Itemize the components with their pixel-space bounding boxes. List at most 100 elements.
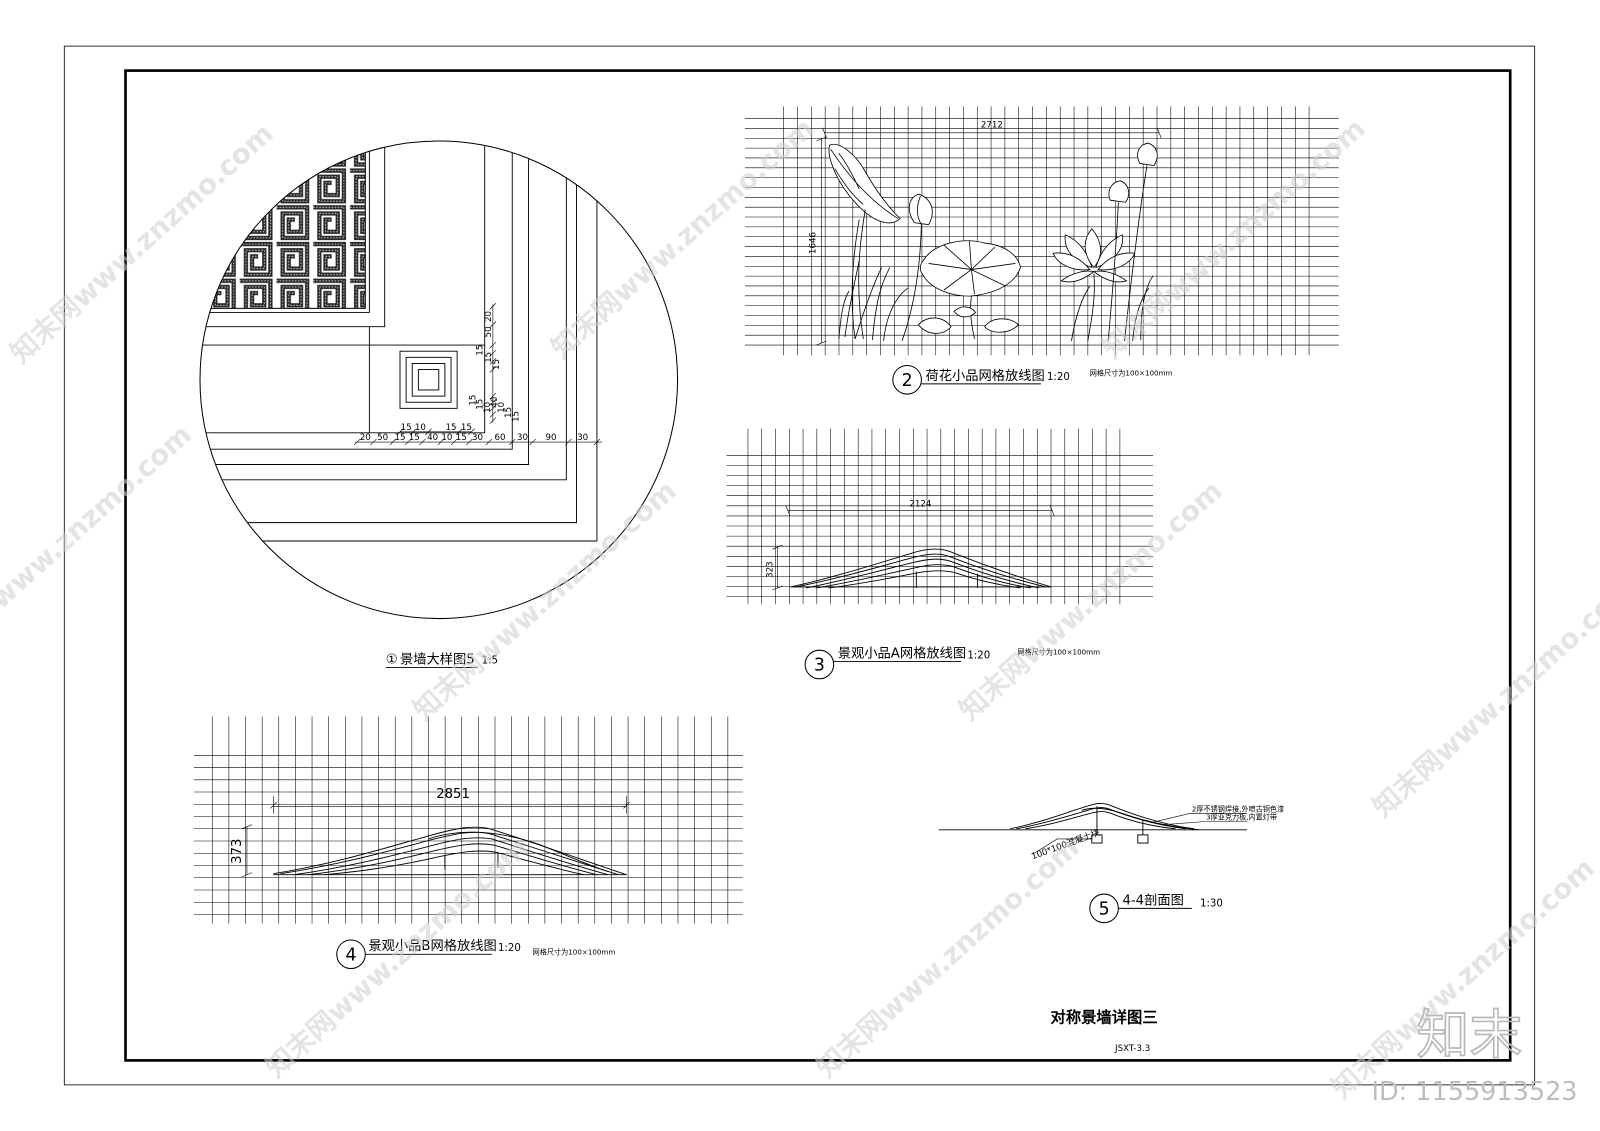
detail-2-dimensions: 2712 1646 bbox=[808, 121, 1162, 346]
outer-border bbox=[63, 45, 1536, 1086]
dimension-label: 15 bbox=[469, 395, 479, 406]
watermark: 知末网www.znzmo.com bbox=[1096, 112, 1371, 364]
lotus-petal bbox=[1052, 252, 1091, 271]
frame-line bbox=[200, 141, 577, 524]
material-label-acrylic: 3厚亚克力板,内置灯带 bbox=[1206, 813, 1277, 822]
dimension-tick bbox=[593, 438, 601, 446]
dimension-tick bbox=[565, 438, 572, 446]
detail-4-caption: 4 景观小品B网格放线图 1:20 网格尺寸为100×100mm bbox=[336, 938, 615, 970]
material-label-steel: 2厚不锈钢焊接,外喷古铜色漆 bbox=[1192, 804, 1284, 813]
watermark: 知末网www.znzmo.com bbox=[0, 418, 198, 670]
grid-size-note: 网格尺寸为100×100mm bbox=[1017, 647, 1100, 656]
dimension-ticks bbox=[353, 303, 601, 446]
height-dimension: 323 bbox=[765, 561, 775, 578]
detail-scale: 1:20 bbox=[1047, 372, 1070, 383]
sculpture-curve bbox=[280, 831, 619, 876]
section-drawing bbox=[938, 803, 1247, 855]
dimension-label: 15 bbox=[456, 433, 467, 443]
watermark: 知末网www.znzmo.com bbox=[1367, 571, 1600, 823]
detail-title: 4-4剖面图 bbox=[1122, 892, 1183, 908]
detail-number-circle bbox=[892, 364, 922, 395]
dimension-label: 10 bbox=[441, 433, 452, 443]
sculpture-curve bbox=[806, 558, 1039, 589]
dimension-tick bbox=[489, 303, 497, 310]
leader-line bbox=[1150, 813, 1247, 825]
watermark: 知末网www.znzmo.com bbox=[810, 832, 1085, 1084]
dimension-line bbox=[772, 544, 783, 591]
detail-2-lotus-grid: 2712 1646 2 荷花小品网格放线图 1:20 网格尺寸为100×100m… bbox=[744, 106, 1339, 395]
lotus-bud bbox=[1108, 180, 1130, 203]
lily-pad-veins bbox=[928, 240, 1016, 295]
watermark-logo: 知末 bbox=[1416, 1004, 1522, 1066]
dimension-tick bbox=[455, 428, 463, 436]
sculpture-curve bbox=[324, 850, 584, 876]
sculpture-curve bbox=[428, 831, 609, 873]
bud-stem bbox=[901, 195, 922, 342]
support-leg bbox=[915, 571, 979, 588]
grid-100x100 bbox=[726, 428, 1154, 605]
width-dimension: 2851 bbox=[436, 787, 470, 802]
section-curve bbox=[1010, 803, 1194, 830]
dimension-tick bbox=[508, 438, 516, 446]
square-outline bbox=[405, 356, 452, 403]
leader-line bbox=[1032, 838, 1092, 855]
lotus-bud bbox=[908, 193, 933, 226]
dimension-tick bbox=[485, 438, 493, 446]
dimension-tick bbox=[489, 349, 497, 357]
dimension-tick bbox=[353, 438, 361, 446]
dimension-label: 40 bbox=[490, 397, 500, 408]
detail-title: 景观小品B网格放线图 bbox=[368, 938, 496, 954]
bud-stem bbox=[1107, 165, 1148, 342]
dimension-label: 15 bbox=[409, 433, 420, 443]
watermark: 知末网www.znzmo.com bbox=[4, 117, 279, 369]
dimension-tick bbox=[409, 428, 417, 436]
frame-line bbox=[200, 141, 513, 450]
dimension-label: 40 bbox=[427, 433, 438, 443]
detail-2-caption: 2 荷花小品网格放线图 1:20 网格尺寸为100×100mm bbox=[892, 364, 1173, 395]
dimension-label: 15 bbox=[484, 352, 494, 363]
detail-4-dimensions: 2851 373 bbox=[230, 787, 630, 878]
concrete-block bbox=[1137, 834, 1149, 844]
dimension-tick bbox=[450, 438, 458, 446]
width-dimension: 2124 bbox=[909, 499, 932, 509]
sheet-title: 对称景墙详图三 bbox=[1051, 1009, 1158, 1027]
floating-leaf bbox=[917, 317, 952, 334]
flower-stem bbox=[1087, 273, 1095, 342]
inner-frame bbox=[124, 69, 1512, 1062]
width-dimension: 2712 bbox=[981, 121, 1003, 131]
dimension-tick bbox=[489, 417, 497, 424]
dimension-tick bbox=[370, 438, 377, 446]
dimension-label: 15 bbox=[492, 359, 502, 370]
detail-number: 2 bbox=[902, 371, 913, 391]
dimension-label: 90 bbox=[546, 433, 557, 443]
dimension-label: 20 bbox=[360, 433, 371, 443]
frame-line bbox=[200, 141, 486, 434]
dimension-tick bbox=[489, 411, 497, 418]
section-curve bbox=[1016, 807, 1186, 830]
section-curve bbox=[1081, 807, 1200, 831]
detail-4-sculpture-b-grid: 2851 373 4 景观小品B网格放线图 1:20 网格尺寸为100×100m… bbox=[193, 716, 743, 970]
watermark: 知末网www.znzmo.com bbox=[545, 112, 820, 364]
square-outline bbox=[399, 350, 458, 409]
leaf-vein bbox=[830, 148, 899, 219]
detail-title: 景观小品A网格放线图 bbox=[838, 645, 966, 661]
dimension-line bbox=[822, 127, 1162, 139]
lotus-drawing bbox=[828, 142, 1158, 342]
detail-title: 景墙大样图5 bbox=[400, 651, 475, 667]
sculpture-a-outline bbox=[790, 548, 1052, 589]
dimension-label: 15 bbox=[394, 433, 405, 443]
detail-scale: 1:5 bbox=[482, 655, 498, 666]
frame-line bbox=[200, 141, 386, 328]
frame-line bbox=[200, 141, 567, 481]
sculpture-curve bbox=[273, 826, 627, 876]
dimension-label: 10 bbox=[497, 402, 507, 413]
dimension-label: 20 bbox=[484, 311, 494, 322]
frame-line bbox=[200, 141, 598, 542]
dimension-label: 60 bbox=[494, 433, 505, 443]
dimension-tick bbox=[468, 428, 475, 436]
support-post bbox=[1096, 806, 1144, 835]
watermark: 知末网www.znzmo.com bbox=[407, 475, 682, 727]
dimension-label: 15 bbox=[461, 423, 472, 433]
dimension-label: 15 bbox=[511, 411, 521, 422]
sculpture-b-outline bbox=[273, 826, 627, 876]
